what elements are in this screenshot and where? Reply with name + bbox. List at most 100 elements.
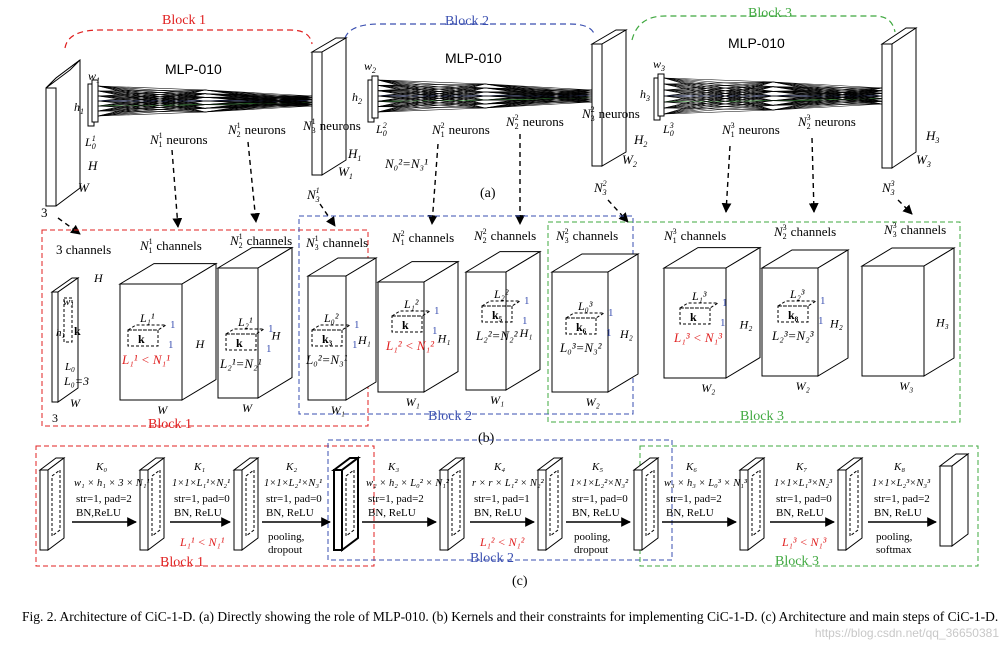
connection-line [377, 91, 486, 102]
kernel-box: k [678, 302, 720, 325]
kernel-front [391, 315, 423, 333]
connection-line [97, 93, 206, 117]
height-label: H [271, 329, 282, 343]
constraint-label: L₀³=N₃² [559, 340, 603, 355]
slab-side [241, 457, 259, 551]
cube-front [377, 281, 425, 393]
kernel-top [224, 328, 266, 335]
connection-line [663, 91, 774, 97]
kernel-params: str=1, pad=2 [76, 493, 132, 505]
pipeline-slab [331, 456, 361, 552]
connection-line [484, 91, 593, 103]
block1-bracket [64, 29, 313, 49]
block1-label-b: Block 1 [148, 417, 192, 432]
connection-line [772, 81, 883, 102]
constraint-label: L₁² < N₁² [479, 535, 525, 549]
block2-box-c [327, 439, 673, 561]
kernel-label: k [236, 336, 243, 350]
svg-text:W: W [70, 396, 81, 410]
panel-a-label: (a) [480, 186, 496, 201]
post-op: pooling, [268, 531, 305, 543]
one-label: 1 [268, 323, 274, 335]
slab-kernel [645, 469, 655, 537]
kernel-label: k [402, 318, 409, 332]
kernel-front [225, 333, 257, 351]
W3-label: W3 [916, 152, 931, 169]
depth-label: L₁² [403, 297, 419, 311]
kernel-label: k₆ [576, 320, 587, 334]
connection-line [484, 83, 593, 103]
connection-line [772, 95, 883, 105]
connection-line [772, 91, 883, 105]
connection-line [772, 86, 883, 97]
connection-line [97, 110, 206, 113]
feature-cube [662, 246, 762, 379]
W-label: W [78, 180, 90, 195]
connection-line [377, 95, 486, 113]
connection-line [772, 91, 883, 94]
connection-line [772, 81, 883, 99]
connection-line [484, 83, 593, 95]
kernel-params: str=1, pad=2 [666, 493, 722, 505]
connection-line [377, 99, 486, 113]
connection-line [97, 89, 206, 102]
connection-line [377, 101, 486, 109]
connection-line [663, 81, 774, 85]
constraint-label: L₁² < N₁² [385, 338, 435, 353]
connection-line [772, 81, 883, 94]
constraint-label: L₀²=N₃¹ [305, 352, 348, 367]
kernel-norm: BN, ReLU [666, 507, 714, 519]
connection-line [97, 108, 206, 112]
connection-line [377, 99, 486, 107]
slab-side [545, 457, 563, 551]
kernel-label: k [690, 310, 697, 324]
slab-front [633, 469, 643, 551]
connection-line [663, 86, 774, 97]
connection-line [772, 103, 883, 111]
depth-label: L₂³ [789, 287, 805, 301]
one-label: 1 [432, 325, 438, 337]
post-op: pooling, [574, 531, 611, 543]
connection-line [772, 81, 883, 105]
connection-line [377, 87, 486, 102]
connection-line [484, 101, 593, 105]
height-label: H₃ [935, 316, 949, 330]
one-label: 1 [524, 295, 530, 307]
connection-line [772, 91, 883, 102]
connection-line [772, 81, 883, 89]
connection-line [97, 89, 206, 97]
depth-label: L₀² [323, 311, 339, 325]
connection-line [772, 81, 883, 91]
connection-line [663, 91, 774, 115]
height-label: H₁ [357, 333, 371, 347]
H3-label: H3 [925, 128, 939, 145]
kernel-params: str=1, pad=0 [174, 493, 230, 505]
depth-label: L₂¹ [237, 315, 253, 329]
connection-line [97, 85, 206, 91]
kernel-dims: 1×1×L₂¹×N₃¹ [264, 478, 322, 489]
connection-line [204, 104, 313, 107]
connection-line [377, 83, 486, 97]
w1-label: w1 [88, 69, 100, 85]
h2-label: h2 [352, 90, 362, 106]
connection-line [97, 89, 206, 92]
kernel-norm: BN, ReLU [776, 507, 824, 519]
one-label: 1 [818, 315, 824, 327]
connection-line [377, 95, 486, 107]
connection-line [663, 105, 774, 115]
height-label: H₂ [739, 318, 753, 332]
one-label: 1 [354, 319, 360, 331]
width-label: W₁ [406, 395, 420, 409]
connection-line [663, 91, 774, 109]
connection-line [377, 106, 486, 109]
w2-label: w2 [364, 59, 376, 75]
connection-line [484, 99, 593, 105]
connection-line [97, 97, 206, 112]
